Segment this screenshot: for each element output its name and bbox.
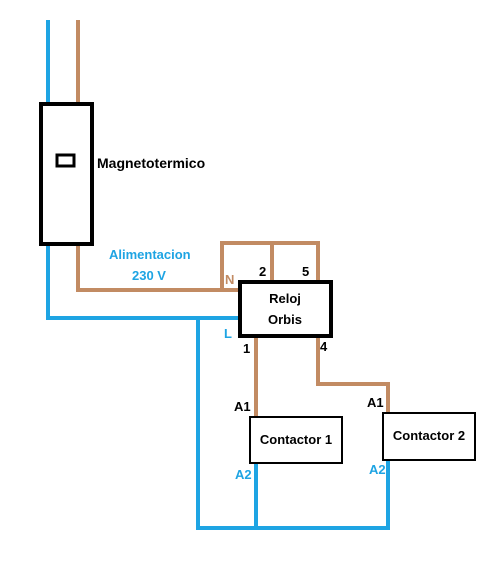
supply-label-line1: Alimentacion: [109, 247, 191, 262]
brown-wires: [76, 20, 390, 417]
terminal-5-label: 5: [302, 264, 309, 279]
supply-label-line2: 230 V: [132, 268, 166, 283]
blue-wire-common-return: [196, 318, 390, 530]
contactor1-a2-label: A2: [235, 467, 252, 482]
brown-wire-breaker-to-clock: [76, 244, 240, 292]
line-label: L: [224, 326, 232, 341]
contactor1-label: Contactor 1: [260, 432, 332, 447]
neutral-label: N: [225, 272, 234, 287]
brown-wire-bridge-5: [272, 241, 320, 282]
terminal-2-label: 2: [259, 264, 266, 279]
clock-label-line2: Orbis: [268, 312, 302, 327]
contactor2-a2-label: A2: [369, 462, 386, 477]
contactor2-label: Contactor 2: [393, 428, 465, 443]
brown-wire-bridge-2: [220, 241, 274, 290]
contactor2-box: [382, 412, 476, 461]
blue-wires: [46, 20, 390, 530]
clock-label-line1: Reloj: [269, 291, 301, 306]
terminal-1-label: 1: [243, 341, 250, 356]
contactor1-box: [249, 416, 343, 464]
breaker-box: [39, 102, 94, 246]
blue-wire-breaker-to-clock: [46, 244, 240, 320]
breaker-lever: [55, 153, 76, 168]
contactor2-a1-label: A1: [367, 395, 384, 410]
terminal-4-label: 4: [320, 339, 328, 354]
clock-box: [238, 280, 333, 338]
brown-wire-terminal-4-to-contactor2: [316, 336, 390, 413]
contactor1-a1-label: A1: [234, 399, 251, 414]
breaker-label: Magnetotermico: [97, 155, 205, 171]
